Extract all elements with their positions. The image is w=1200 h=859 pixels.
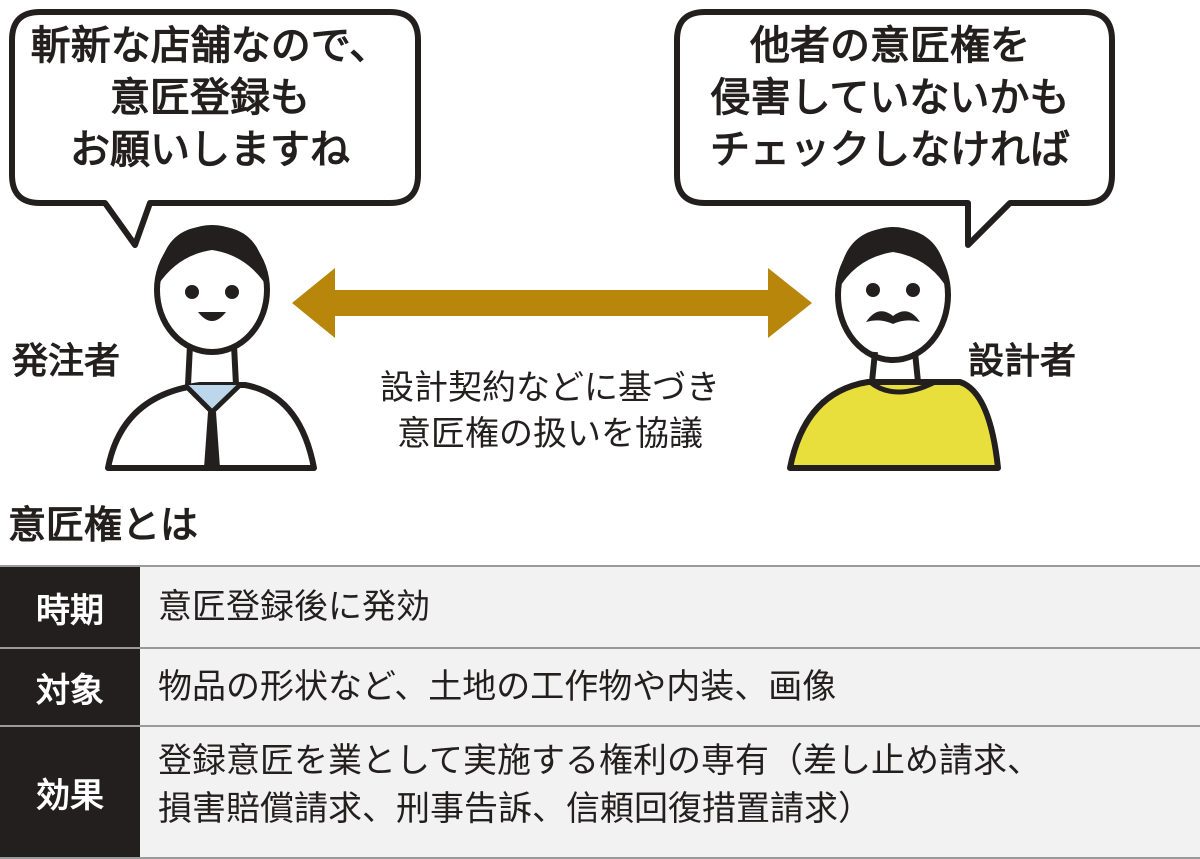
row-value-line: 物品の形状など、土地の工作物や内装、画像: [158, 667, 837, 707]
row-value-line: 損害賠償請求、刑事告訴、信頼回復措置請求）: [158, 789, 872, 829]
table-row: 対象 物品の形状など、土地の工作物や内装、画像: [0, 649, 1200, 727]
arrow-caption: 設計契約などに基づき 意匠権の扱いを協議: [300, 365, 800, 457]
row-label: 対象: [0, 649, 140, 725]
row-value: 登録意匠を業として実施する権利の専有（差し止め請求、 損害賠償請求、刑事告訴、信…: [140, 727, 1200, 857]
illustration: [9, 9, 1115, 471]
role-client-label: 発注者: [12, 341, 121, 382]
row-value: 物品の形状など、土地の工作物や内装、画像: [140, 649, 1200, 725]
table-row: 時期 意匠登録後に発効: [0, 567, 1200, 649]
row-label: 効果: [0, 727, 140, 857]
role-designer-label: 設計者: [968, 341, 1077, 382]
speech-bubble-left: [9, 9, 421, 248]
speech-right-line: 侵害していないかも: [710, 75, 1070, 121]
row-label: 時期: [0, 567, 140, 647]
speech-left-line: 意匠登録も: [110, 75, 310, 121]
row-value: 意匠登録後に発効: [140, 567, 1200, 647]
arrow-caption-line: 設計契約などに基づき: [380, 368, 720, 408]
double-arrow-icon: [292, 268, 812, 338]
section-title: 意匠権とは: [8, 503, 199, 547]
speech-left-line: お願いしますね: [70, 127, 350, 173]
row-value-line: 意匠登録後に発効: [158, 587, 430, 627]
speech-right-line: チェックしなければ: [710, 127, 1070, 173]
mustache-icon: [866, 311, 920, 324]
speech-right-text: 他者の意匠権を 侵害していないかも チェックしなければ: [675, 20, 1105, 176]
speech-left-line: 斬新な店舗なので、: [30, 23, 390, 69]
arrow-caption-line: 意匠権の扱いを協議: [397, 414, 703, 454]
client-figure: [105, 225, 317, 471]
row-value-line: 登録意匠を業として実施する権利の専有（差し止め請求、: [158, 741, 1041, 781]
designer-figure: [787, 227, 1001, 471]
speech-right-line: 他者の意匠権を: [750, 23, 1030, 69]
definition-table: 時期 意匠登録後に発効 対象 物品の形状など、土地の工作物や内装、画像 効果 登…: [0, 565, 1200, 859]
speech-bubble-right: [674, 9, 1115, 248]
speech-left-text: 斬新な店舗なので、 意匠登録も お願いしますね: [10, 20, 410, 176]
table-row: 効果 登録意匠を業として実施する権利の専有（差し止め請求、 損害賠償請求、刑事告…: [0, 727, 1200, 859]
